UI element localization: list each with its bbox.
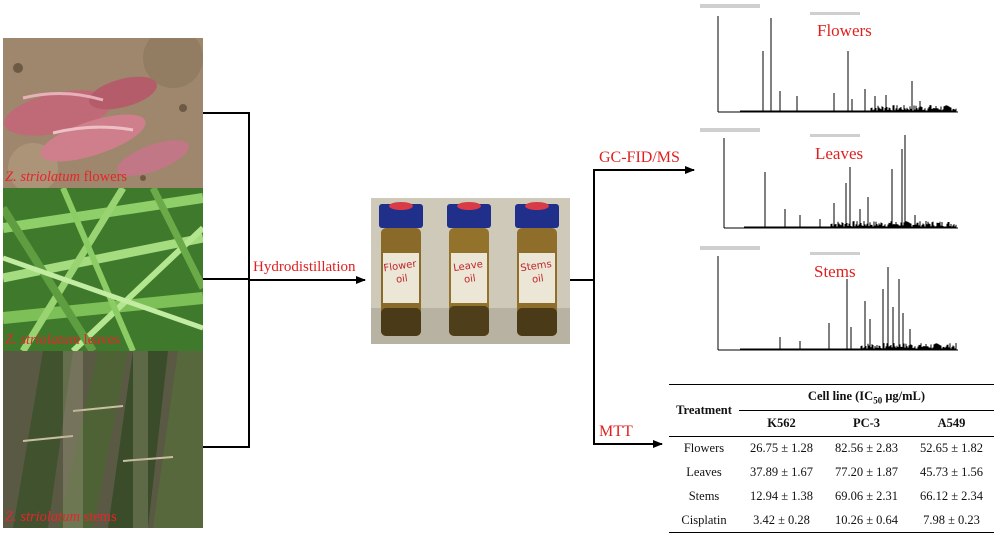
photo-leaves: Z. striolatum leaves (3, 188, 203, 351)
col-header-a549: A549 (937, 416, 966, 430)
table-cell: 45.73 ± 1.56 (919, 465, 984, 479)
table-cell: 12.94 ± 1.38 (749, 489, 814, 503)
chromatogram-leaves-plot (700, 128, 958, 229)
table-cell: 3.42 ± 0.28 (753, 512, 810, 527)
photo-flowers: Z. striolatum flowers (3, 38, 203, 188)
stems-photo-graphic (3, 351, 203, 528)
treatment-header: Treatment (676, 403, 732, 417)
arrow-to-mtt (593, 280, 663, 448)
table-row: Leaves 37.89 ± 1.67 77.20 ± 1.87 45.73 ±… (669, 461, 994, 485)
ic50-table: Treatment Cell line (IC50 μg/mL) K562 PC… (669, 384, 994, 533)
caption-leaves: Z. striolatum leaves (5, 332, 120, 348)
row-label: Leaves (686, 465, 722, 479)
chromatogram-stems-plot (700, 246, 958, 351)
vial-label-leave: Leave oil (452, 259, 484, 286)
table-row: Stems 12.94 ± 1.38 69.06 ± 2.31 66.12 ± … (669, 485, 994, 509)
caption-flowers: Z. striolatum flowers (5, 169, 128, 185)
vial-stems (515, 202, 559, 336)
row-label: Stems (688, 489, 720, 503)
vial-label-stems: Stems oil (519, 258, 553, 286)
label-gc-fid-ms: GC-FID/MS (599, 149, 680, 166)
chromatogram-leaves: Leaves (700, 128, 960, 238)
row-label: Flowers (683, 441, 725, 456)
table-cell: 77.20 ± 1.87 (834, 465, 899, 479)
table-row: Flowers 26.75 ± 1.28 82.56 ± 2.83 52.65 … (669, 437, 994, 461)
vial-label-flower: Flower oil (382, 258, 418, 286)
vials-graphic (371, 198, 570, 344)
label-hydrodistillation: Hydrodistillation (253, 259, 356, 275)
chromatogram-flowers-title: Flowers (817, 21, 872, 40)
leaves-photo-graphic (3, 188, 203, 351)
caption-stems: Z. striolatum stems (5, 509, 117, 525)
col-header-k562: K562 (767, 416, 796, 430)
table-cell: 7.98 ± 0.23 (923, 512, 980, 527)
flowers-photo-graphic (3, 38, 203, 188)
cell-line-header: Cell line (IC50 μg/mL) (739, 384, 994, 411)
label-mtt: MTT (599, 423, 633, 440)
row-label: Cisplatin (681, 512, 727, 527)
chromatogram-stems-title: Stems (814, 262, 856, 281)
oil-vials-photo: Flower oil Leave oil Stems oil (371, 198, 570, 344)
chromatogram-flowers-plot (700, 4, 958, 113)
chromatogram-stems: Stems (700, 246, 960, 358)
table-cell: 52.65 ± 1.82 (919, 441, 984, 456)
arrow-to-gc (570, 166, 695, 281)
chromatogram-leaves-title: Leaves (815, 144, 864, 163)
table-cell: 26.75 ± 1.28 (749, 441, 814, 456)
table-cell: 10.26 ± 0.64 (834, 512, 899, 527)
chromatogram-flowers: Flowers (700, 4, 960, 122)
table-row: Cisplatin 3.42 ± 0.28 10.26 ± 0.64 7.98 … (669, 509, 994, 533)
vial-flower (379, 202, 423, 336)
vial-leave (447, 202, 491, 336)
table-cell: 37.89 ± 1.67 (749, 465, 814, 479)
photo-stems: Z. striolatum stems (3, 351, 203, 528)
table-cell: 82.56 ± 2.83 (834, 441, 899, 456)
table-cell: 69.06 ± 2.31 (834, 489, 899, 503)
table-cell: 66.12 ± 2.34 (919, 489, 984, 503)
col-header-pc3: PC-3 (852, 416, 881, 430)
